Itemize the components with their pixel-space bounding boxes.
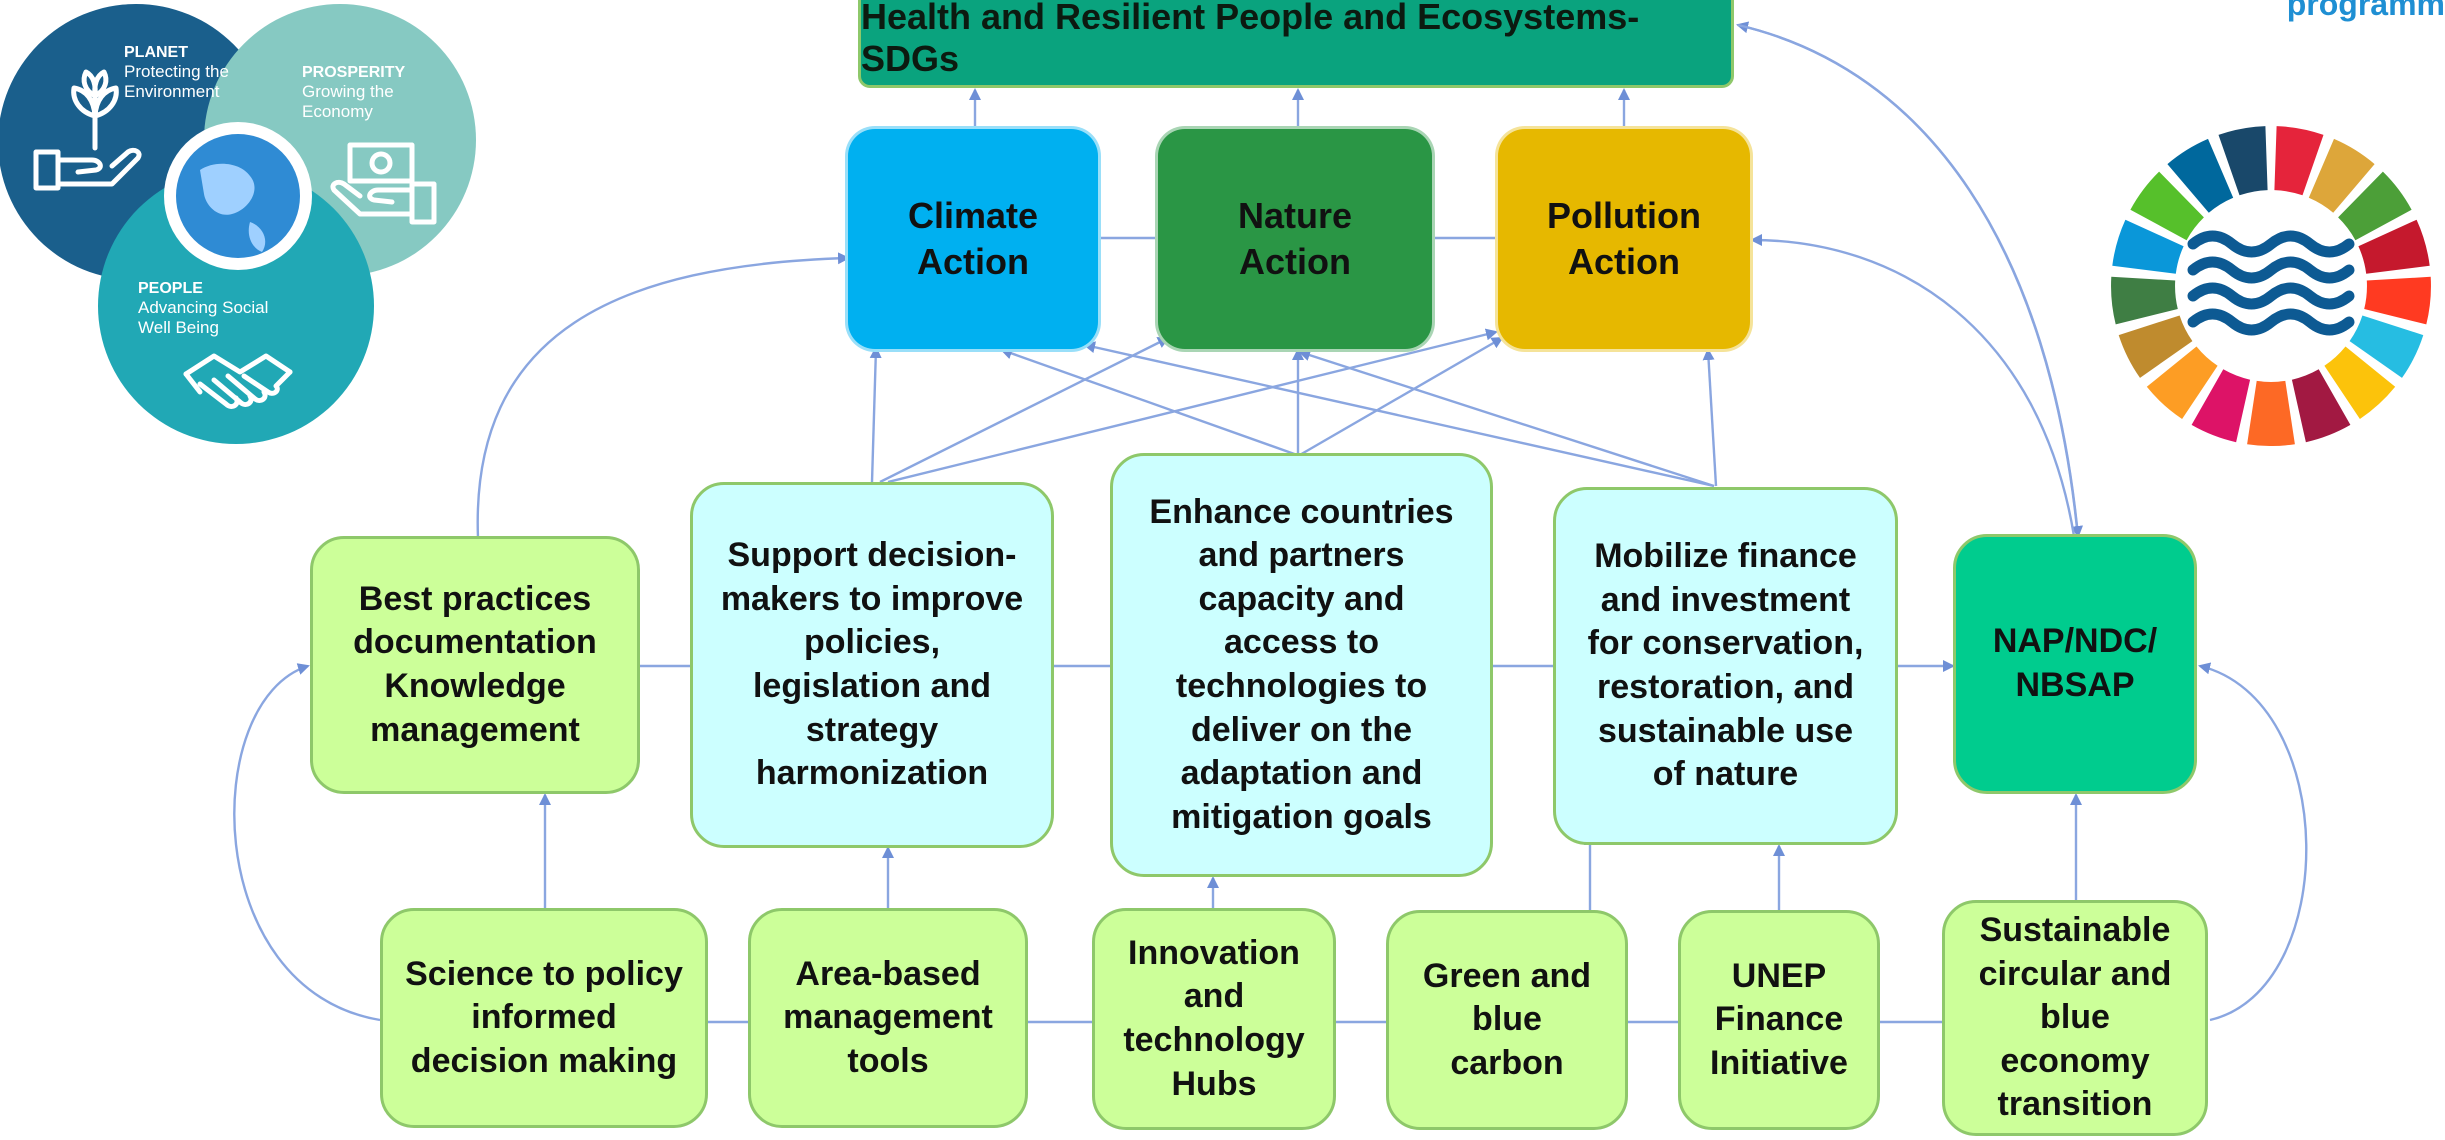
arrow-header-nap (1737, 23, 2083, 538)
sdg-wheel-segment (2247, 380, 2295, 446)
sdg-wheel-segment (2291, 369, 2351, 443)
mobilize-finance-label: Mobilize finance and investment for cons… (1587, 537, 1864, 794)
support-decision-box: Support decision-makers to improve polic… (690, 482, 1054, 848)
sustainable-economy-label: Sustainable circular and blue economy tr… (1978, 911, 2172, 1124)
area-based-label: Area-based management tools (783, 954, 993, 1080)
sustainable-economy-box: Sustainable circular and blue economy tr… (1942, 900, 2208, 1136)
nap-ndc-nbsap-label: NAP/NDC/ NBSAP (1992, 622, 2158, 704)
arrow-nap-header (1736, 21, 2080, 539)
pollution-action-box: Pollution Action (1495, 126, 1753, 352)
unep-finance-box: UNEP Finance Initiative (1678, 910, 1880, 1130)
globe-icon (176, 134, 300, 258)
nature-action-label: Nature Action (1237, 194, 1353, 282)
science-policy-label: Science to policy informed decision maki… (405, 954, 683, 1080)
sdg-wheel-segment (2338, 171, 2412, 241)
sdg-wheel-segment (2111, 276, 2178, 325)
climate-action-box: Climate Action (845, 126, 1101, 352)
people-title: PEOPLE (138, 280, 203, 297)
arrow-mobilize-pollution (1702, 348, 1718, 487)
wave-stroke (2187, 282, 2355, 310)
plant-hand-icon (33, 69, 142, 191)
wave-stroke (2187, 308, 2355, 336)
sdg-wheel-segment (2218, 126, 2268, 196)
support-decision-label: Support decision-makers to improve polic… (720, 536, 1024, 793)
sdg-wheel-segment (2130, 171, 2204, 241)
climate-action-label: Climate Action (907, 194, 1039, 282)
best-practices-box: Best practices documentation Knowledge m… (310, 536, 640, 794)
best-practices-label: Best practices documentation Knowledge m… (353, 579, 597, 749)
prosperity-caption: PROSPERITY Growing the Economy (302, 64, 422, 121)
sdg-wheel-segment (2274, 126, 2324, 196)
sdg-wheel-segment (2191, 369, 2251, 443)
prosperity-title: PROSPERITY (302, 64, 406, 81)
people-subtitle: Advancing Social Well Being (138, 298, 269, 337)
innovation-hubs-label: Innovation and technology Hubs (1123, 933, 1305, 1103)
money-hand-icon (330, 142, 437, 225)
sdg-wheel-icon (2111, 126, 2431, 446)
people-caption: PEOPLE Advancing Social Well Being (138, 280, 288, 337)
unep-finance-label: UNEP Finance Initiative (1710, 956, 1848, 1082)
sdg-wheel-segment (2349, 315, 2424, 378)
pollution-action-label: Pollution Action (1547, 194, 1701, 282)
green-blue-carbon-label: Green and blue carbon (1422, 956, 1592, 1082)
wave-stroke (2187, 230, 2355, 258)
prosperity-subtitle: Growing the Economy (302, 82, 394, 121)
sdg-wheel-segment (2118, 315, 2193, 378)
science-policy-box: Science to policy informed decision maki… (380, 908, 708, 1128)
enhance-countries-box: Enhance countries and partners capacity … (1110, 453, 1493, 877)
sdg-wheel-segment (2112, 219, 2184, 274)
sdg-wheel-segment (2364, 276, 2431, 325)
planet-caption: PLANET Protecting the Environment (124, 44, 264, 101)
sdg-wheel-segment (2167, 138, 2234, 213)
arrow-support-climate (869, 346, 882, 483)
mobilize-finance-box: Mobilize finance and investment for cons… (1553, 487, 1898, 845)
sdg-wheel-segment (2308, 138, 2375, 213)
sdg-wheel-segment (2146, 346, 2218, 419)
area-based-box: Area-based management tools (748, 908, 1028, 1128)
arrow-enhance-climate (1000, 347, 1301, 458)
sdg-wheel-segment (2324, 346, 2396, 419)
nature-action-box: Nature Action (1155, 126, 1435, 352)
nap-ndc-nbsap-box: NAP/NDC/ NBSAP (1953, 534, 2197, 794)
green-blue-carbon-box: Green and blue carbon (1386, 910, 1628, 1130)
corner-partial-text: programm (2286, 0, 2445, 22)
venn-diagram (0, 4, 476, 444)
sdg-wheel-segment (2358, 219, 2430, 274)
arrow-enhance-pollution (1297, 336, 1504, 458)
people-circle (98, 168, 374, 444)
header-sdgs-box: Health and Resilient People and Ecosyste… (858, 0, 1734, 88)
handshake-icon (183, 353, 293, 409)
planet-title: PLANET (124, 44, 188, 61)
arrow-sustainable-nap-curve (2198, 662, 2308, 1022)
enhance-countries-label: Enhance countries and partners capacity … (1149, 492, 1454, 836)
innovation-hubs-box: Innovation and technology Hubs (1092, 908, 1336, 1130)
planet-subtitle: Protecting the Environment (124, 62, 229, 101)
wave-stroke (2187, 256, 2355, 284)
header-title: Health and Resilient People and Ecosyste… (861, 0, 1640, 79)
